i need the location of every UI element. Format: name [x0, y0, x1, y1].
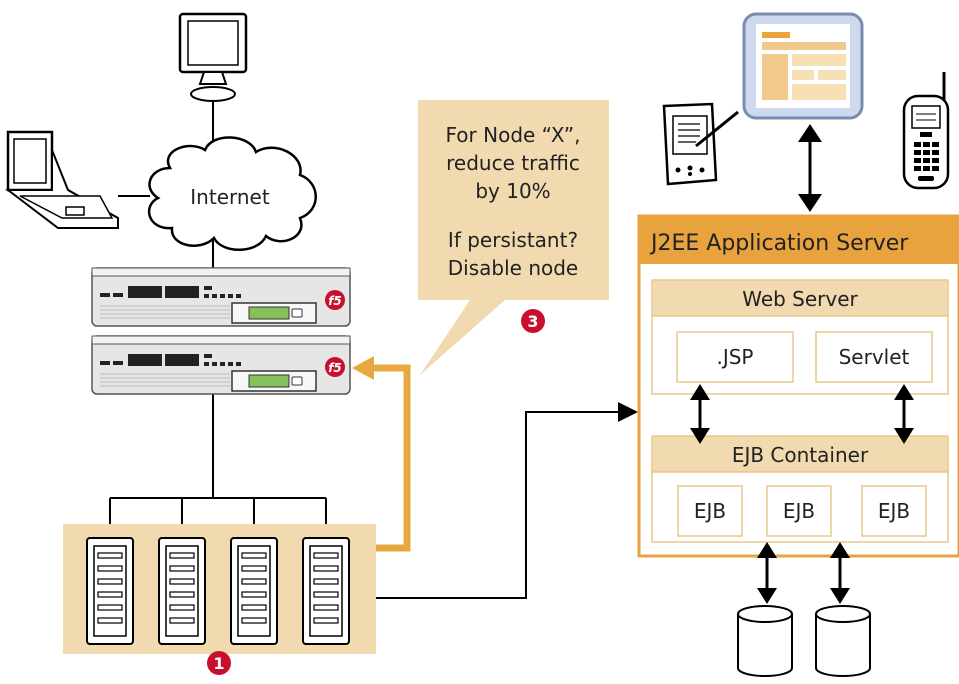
- f5-logo: f5: [328, 294, 342, 308]
- servers-to-appserver-line: [375, 411, 618, 599]
- connection-lines: [109, 102, 618, 599]
- servlet-ejb-double-arrow: [894, 384, 914, 444]
- laptop-icon: [5, 130, 119, 229]
- internet-label: Internet: [190, 185, 270, 209]
- badge-three: 3: [521, 309, 545, 333]
- jsp-label: .JSP: [716, 345, 753, 369]
- callout-line-3: by 10%: [475, 179, 550, 203]
- database-icon: [815, 605, 871, 677]
- svg-text:3: 3: [527, 312, 538, 331]
- server-rack-icon: [302, 537, 350, 645]
- web-browser-icon: [742, 12, 864, 120]
- ejb-box: [861, 485, 927, 537]
- callout-line-2: reduce traffic: [446, 151, 580, 175]
- app-server-title: J2EE Application Server: [649, 231, 909, 256]
- ejb-label: EJB: [783, 499, 815, 523]
- server-pool: [63, 524, 376, 654]
- server-rack-icon: [158, 537, 206, 645]
- internet-cloud-icon: Internet: [147, 136, 317, 251]
- mobile-phone-icon: [902, 72, 950, 190]
- callout-line-5: Disable node: [448, 256, 578, 280]
- servlet-box: [815, 331, 933, 383]
- servlet-label: Servlet: [839, 345, 910, 369]
- callout-line-4: If persistant?: [448, 228, 578, 252]
- load-balancer-icon: f5: [91, 267, 351, 327]
- badge-one: 1: [207, 651, 231, 675]
- server-rack-icon: [86, 537, 134, 645]
- f5-logo: f5: [328, 361, 342, 375]
- server-rack-icon: [230, 537, 278, 645]
- appserver-arrowhead: [618, 402, 638, 422]
- ejb-label: EJB: [694, 499, 726, 523]
- database-icon: [737, 605, 793, 677]
- ejb-box: [677, 485, 743, 537]
- ejb-container-header: [651, 435, 949, 473]
- load-balancer-icon: f5: [91, 335, 351, 395]
- jsp-ejb-double-arrow: [690, 384, 710, 444]
- callout-bubble: For Node “X”, reduce traffic by 10% If p…: [418, 100, 609, 375]
- ejb-box: [766, 485, 832, 537]
- desktop-monitor-icon: [178, 12, 248, 102]
- ejb-container-title: EJB Container: [732, 443, 869, 467]
- feedback-arrow: [352, 356, 411, 552]
- ejb-db-double-arrow: [830, 542, 850, 604]
- ejb-label: EJB: [878, 499, 910, 523]
- web-server-header: [651, 279, 949, 317]
- ejb-db-double-arrow: [757, 542, 777, 604]
- pda-icon: [662, 102, 739, 186]
- svg-text:1: 1: [213, 654, 224, 673]
- browser-server-double-arrow: [798, 124, 822, 212]
- web-server-title: Web Server: [742, 287, 858, 311]
- jsp-box: [676, 331, 794, 383]
- callout-line-1: For Node “X”,: [446, 123, 581, 147]
- j2ee-app-server: J2EE Application Server Web Server .JSP …: [637, 214, 959, 558]
